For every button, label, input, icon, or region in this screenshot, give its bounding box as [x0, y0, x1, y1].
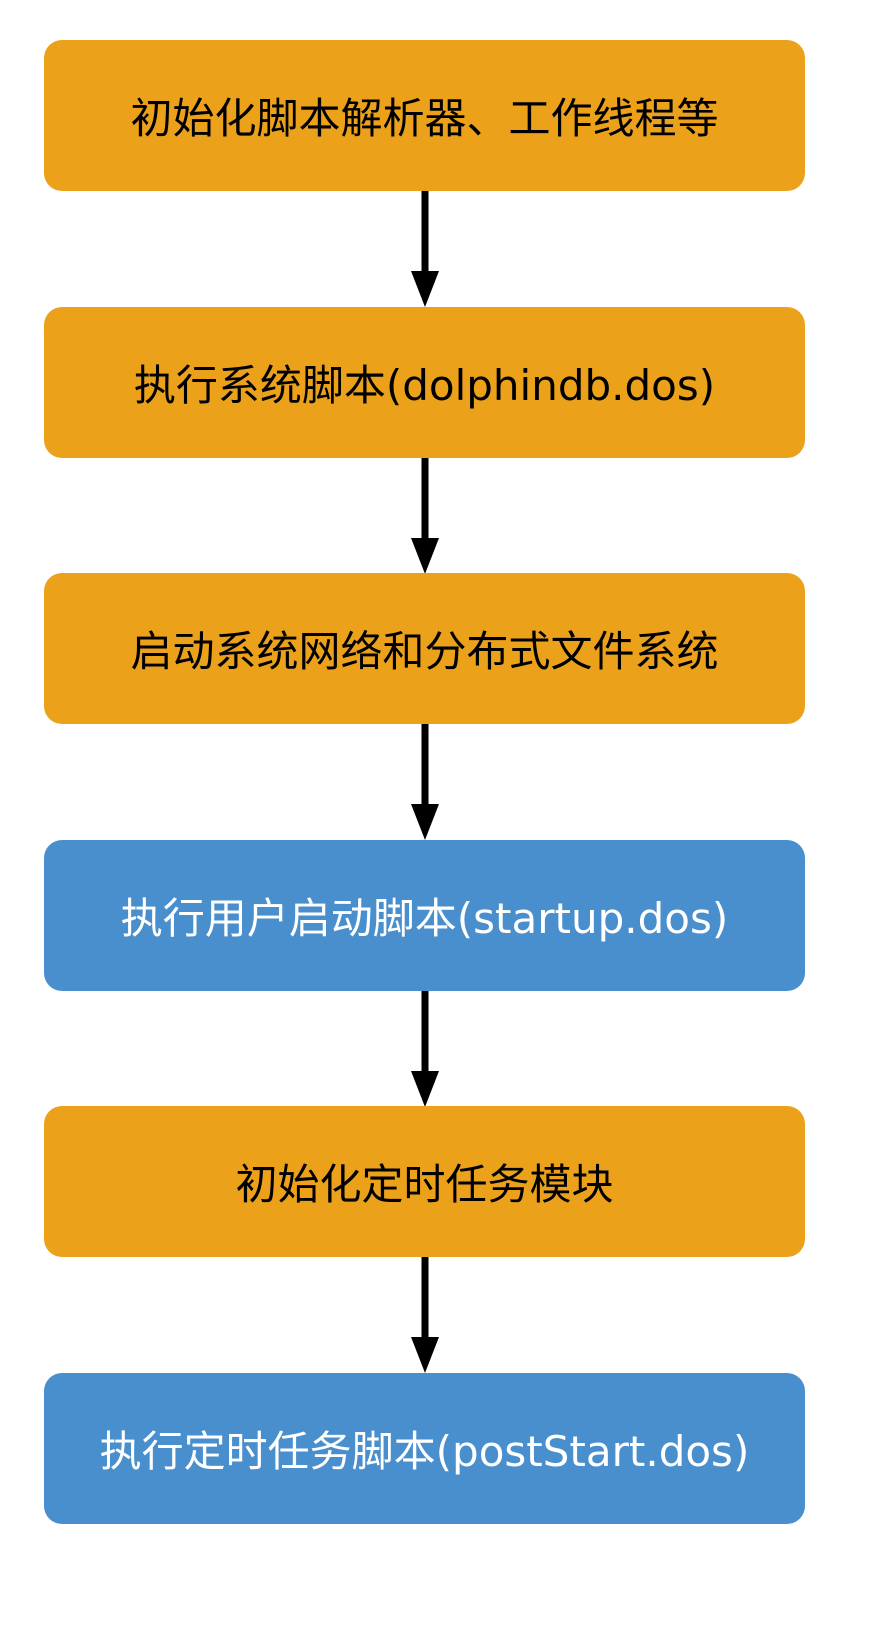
step-run-system-script: 执行系统脚本(dolphindb.dos): [44, 307, 805, 458]
arrow-down-icon: [411, 724, 439, 840]
step-init-scheduled-jobs: 初始化定时任务模块: [44, 1106, 805, 1257]
arrow-down-icon: [411, 1257, 439, 1373]
arrow-down-icon: [411, 458, 439, 574]
step-start-network-dfs: 启动系统网络和分布式文件系统: [44, 573, 805, 724]
step-label: 初始化脚本解析器、工作线程等: [130, 94, 719, 143]
step-label: 执行系统脚本(dolphindb.dos): [133, 361, 716, 410]
arrow-down-icon: [411, 991, 439, 1107]
step-run-user-startup-script: 执行用户启动脚本(startup.dos): [44, 840, 805, 991]
arrow-down-icon: [411, 191, 439, 307]
step-label: 启动系统网络和分布式文件系统: [130, 627, 719, 676]
step-run-poststart-script: 执行定时任务脚本(postStart.dos): [44, 1373, 805, 1524]
step-init-script-parser: 初始化脚本解析器、工作线程等: [44, 40, 805, 191]
step-label: 执行用户启动脚本(startup.dos): [120, 894, 729, 943]
step-label: 执行定时任务脚本(postStart.dos): [99, 1427, 750, 1476]
step-label: 初始化定时任务模块: [235, 1160, 614, 1209]
